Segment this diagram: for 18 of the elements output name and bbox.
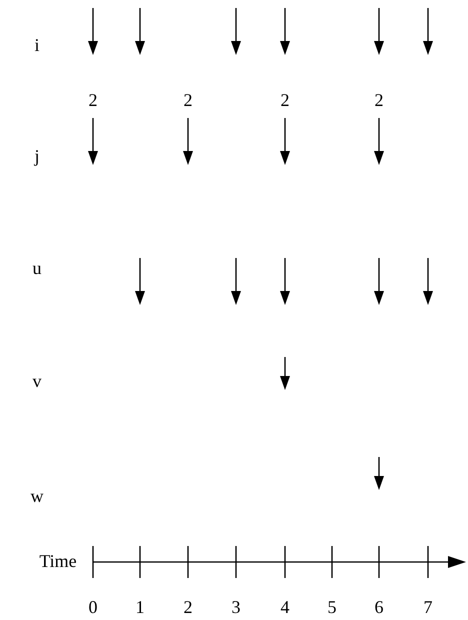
count-label: 2 bbox=[374, 90, 384, 110]
tick-label: 3 bbox=[232, 597, 240, 617]
row-label: w bbox=[30, 486, 44, 506]
count-label: 2 bbox=[88, 90, 98, 110]
axis-title: Time bbox=[39, 551, 77, 571]
row-label: v bbox=[32, 371, 42, 391]
row-label: i bbox=[34, 35, 40, 55]
tick-label: 6 bbox=[374, 597, 384, 617]
count-label: 2 bbox=[184, 90, 192, 110]
tick-label: 0 bbox=[88, 597, 98, 617]
tick-label: 5 bbox=[328, 597, 336, 617]
row-label: u bbox=[32, 258, 42, 278]
tick-label: 4 bbox=[280, 597, 290, 617]
count-label: 2 bbox=[280, 90, 290, 110]
tick-label: 1 bbox=[136, 597, 144, 617]
tick-label: 2 bbox=[184, 597, 192, 617]
tick-label: 7 bbox=[424, 597, 432, 617]
row-label: j bbox=[34, 146, 40, 166]
